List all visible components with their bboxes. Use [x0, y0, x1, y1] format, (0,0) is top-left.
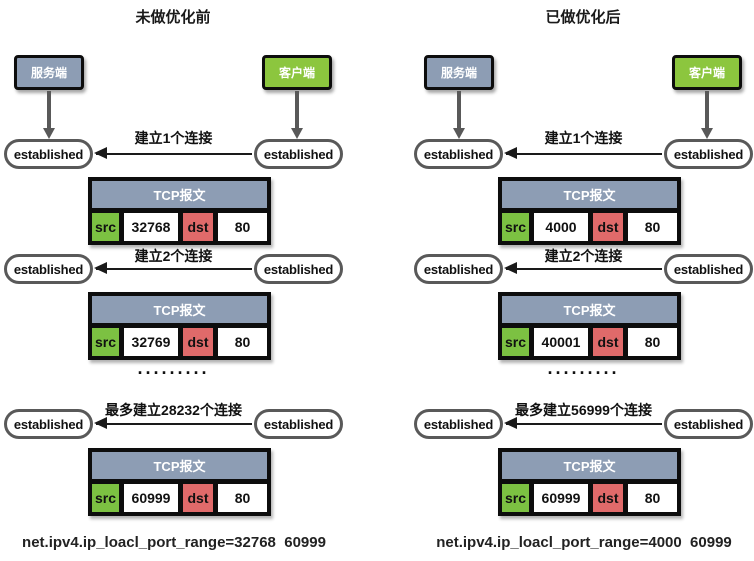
dst-port-cell: 80 [218, 328, 267, 356]
ellipsis-dots: ········· [137, 363, 210, 383]
dst-label-cell: dst [183, 484, 213, 512]
server-down-arrow [453, 91, 465, 139]
established-state-server: established [4, 139, 93, 169]
arrow-head-icon [504, 262, 517, 274]
established-state-client: established [664, 139, 753, 169]
client-down-arrow [701, 91, 713, 139]
dst-port-cell: 80 [218, 213, 267, 241]
arrow-head-icon [94, 262, 107, 274]
arrow-head-icon [453, 128, 465, 139]
src-port-cell: 40001 [534, 328, 588, 356]
dst-label-cell: dst [593, 213, 623, 241]
server-box: 服务端 [424, 55, 494, 90]
packet-fields-row: src 40001 dst 80 [502, 328, 677, 356]
client-box: 客户端 [262, 55, 332, 90]
packet-title: TCP报文 [502, 452, 677, 479]
server-down-arrow [43, 91, 55, 139]
established-state-server: established [4, 409, 93, 439]
client-label: 客户端 [688, 66, 725, 80]
src-label-cell: src [92, 213, 119, 241]
connection-label: 建立2个连接 [134, 248, 213, 264]
src-label-cell: src [502, 213, 529, 241]
src-port-cell: 60999 [534, 484, 588, 512]
established-state-server: established [414, 254, 503, 284]
dst-label-cell: dst [183, 328, 213, 356]
sysctl-setting-text: net.ipv4.ip_loacl_port_range=32768 60999 [22, 534, 326, 551]
connection-arrow [504, 147, 662, 159]
dst-label-cell: dst [593, 484, 623, 512]
packet-title: TCP报文 [92, 181, 267, 208]
arrow-head-icon [291, 128, 303, 139]
established-state-client: established [664, 254, 753, 284]
server-label: 服务端 [30, 66, 67, 80]
packet-title: TCP报文 [92, 296, 267, 323]
established-state-server: established [414, 409, 503, 439]
connection-label: 最多建立56999个连接 [515, 402, 652, 418]
established-state-server: established [4, 254, 93, 284]
panel-title: 未做优化前 [135, 9, 211, 26]
established-state-client: established [664, 409, 753, 439]
src-label-cell: src [502, 484, 529, 512]
arrow-head-icon [504, 147, 517, 159]
src-port-cell: 32768 [124, 213, 178, 241]
src-port-cell: 4000 [534, 213, 588, 241]
packet-fields-row: src 60999 dst 80 [502, 484, 677, 512]
packet-fields-row: src 60999 dst 80 [92, 484, 267, 512]
established-state-client: established [254, 409, 343, 439]
dst-label-cell: dst [183, 213, 213, 241]
connection-label: 建立1个连接 [134, 130, 213, 146]
server-label: 服务端 [440, 66, 477, 80]
arrow-head-icon [504, 417, 517, 429]
dst-port-cell: 80 [628, 213, 677, 241]
src-label-cell: src [92, 484, 119, 512]
dst-port-cell: 80 [628, 484, 677, 512]
connection-arrow [94, 262, 252, 274]
established-state-client: established [254, 139, 343, 169]
tcp-packet-table: TCP报文 src 60999 dst 80 [498, 448, 681, 516]
dst-label-cell: dst [593, 328, 623, 356]
established-state-client: established [254, 254, 343, 284]
server-box: 服务端 [14, 55, 84, 90]
client-label: 客户端 [278, 66, 315, 80]
dst-port-cell: 80 [628, 328, 677, 356]
established-state-server: established [414, 139, 503, 169]
packet-fields-row: src 4000 dst 80 [502, 213, 677, 241]
src-port-cell: 60999 [124, 484, 178, 512]
client-box: 客户端 [672, 55, 742, 90]
tcp-packet-table: TCP报文 src 40001 dst 80 [498, 292, 681, 360]
connection-label: 建立2个连接 [544, 248, 623, 264]
connection-label: 最多建立28232个连接 [105, 402, 242, 418]
arrow-head-icon [43, 128, 55, 139]
src-label-cell: src [92, 328, 119, 356]
packet-title: TCP报文 [502, 181, 677, 208]
panel-title: 已做优化后 [545, 9, 621, 26]
connection-arrow [504, 417, 662, 429]
arrow-head-icon [701, 128, 713, 139]
panel-before-optimization: 未做优化前 服务端 客户端 建立1个连接 established establi… [0, 0, 345, 561]
tcp-packet-table: TCP报文 src 60999 dst 80 [88, 448, 271, 516]
packet-fields-row: src 32768 dst 80 [92, 213, 267, 241]
connection-label: 建立1个连接 [544, 130, 623, 146]
client-down-arrow [291, 91, 303, 139]
sysctl-setting-text: net.ipv4.ip_loacl_port_range=4000 60999 [436, 534, 732, 551]
packet-title: TCP报文 [92, 452, 267, 479]
tcp-packet-table: TCP报文 src 4000 dst 80 [498, 177, 681, 245]
src-label-cell: src [502, 328, 529, 356]
arrow-head-icon [94, 417, 107, 429]
src-port-cell: 32769 [124, 328, 178, 356]
connection-arrow [94, 147, 252, 159]
packet-fields-row: src 32769 dst 80 [92, 328, 267, 356]
arrow-head-icon [94, 147, 107, 159]
tcp-packet-table: TCP报文 src 32769 dst 80 [88, 292, 271, 360]
panel-after-optimization: 已做优化后 服务端 客户端 建立1个连接 established establi… [410, 0, 754, 561]
dst-port-cell: 80 [218, 484, 267, 512]
ellipsis-dots: ········· [547, 363, 620, 383]
packet-title: TCP报文 [502, 296, 677, 323]
connection-arrow [94, 417, 252, 429]
connection-arrow [504, 262, 662, 274]
tcp-packet-table: TCP报文 src 32768 dst 80 [88, 177, 271, 245]
